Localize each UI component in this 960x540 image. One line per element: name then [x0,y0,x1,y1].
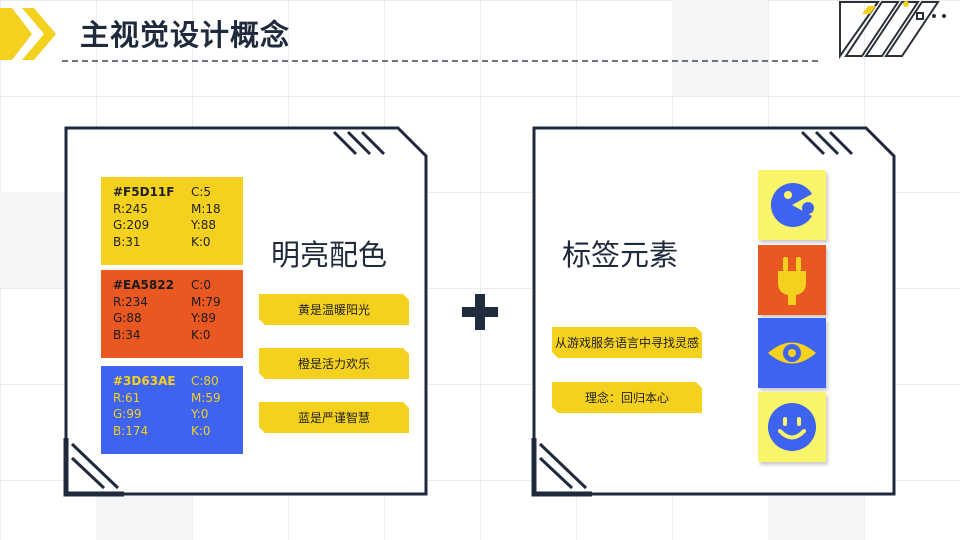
smiley-tile [758,392,826,462]
swatch-b: B:31 [113,234,141,249]
swatch-r: R:234 [113,294,148,309]
swatch-k: K:0 [191,423,211,438]
swatch-hex: #3D63AE [113,374,176,388]
swatch-y: Y:88 [191,218,217,232]
tag-yellow-meaning: 黄是温暖阳光 [259,294,409,325]
swatch-g: G:209 [113,218,150,232]
swatch-k: K:0 [191,327,211,342]
swatch-b: B:174 [113,423,149,438]
swatch-orange: #EA5822 R:234 G:88 B:34 C:0 M:79 Y:89 K:… [101,270,243,358]
header-chevron-left [0,8,56,60]
pacman-icon [770,183,814,227]
swatch-yellow: #F5D11F R:245 G:209 B:31 C:5 M:18 Y:88 K… [101,177,243,265]
swatch-blue: #3D63AE R:61 G:99 B:174 C:80 M:59 Y:0 K:… [101,366,243,454]
swatch-c: C:5 [191,185,212,199]
tag-blue-meaning: 蓝是严谨智慧 [259,402,409,433]
swatch-g: G:88 [113,311,142,325]
swatch-b: B:34 [113,327,141,342]
plug-icon [778,257,806,305]
tag-inspiration: 从游戏服务语言中寻找灵感 [552,327,702,358]
right-panel-heading: 标签元素 [562,238,679,272]
swatch-r: R:61 [113,390,141,405]
header-divider [62,60,818,62]
swatch-m: M:79 [191,294,221,309]
tag-orange-meaning: 橙是活力欢乐 [259,348,409,379]
eye-icon [768,342,816,364]
swatch-r: R:245 [113,201,148,216]
pacman-tile [758,170,826,240]
plus-icon [462,294,498,330]
tag-philosophy: 理念：回归本心 [552,382,702,413]
swatch-hex: #EA5822 [113,278,174,292]
swatch-y: Y:0 [191,407,209,421]
left-panel-heading: 明亮配色 [271,238,388,272]
plug-tile [758,245,826,315]
swatch-c: C:80 [191,374,219,388]
swatch-c: C:0 [191,278,212,292]
eye-tile [758,318,826,388]
swatch-m: M:59 [191,390,221,405]
swatch-y: Y:89 [191,311,217,325]
swatch-hex: #F5D11F [113,185,175,199]
header-chevron-right [839,1,946,60]
swatch-m: M:18 [191,201,221,216]
bg-tile [672,0,768,96]
swatch-k: K:0 [191,234,211,249]
smiley-icon [768,403,816,451]
swatch-g: G:99 [113,407,142,421]
page-title: 主视觉设计概念 [80,18,291,52]
